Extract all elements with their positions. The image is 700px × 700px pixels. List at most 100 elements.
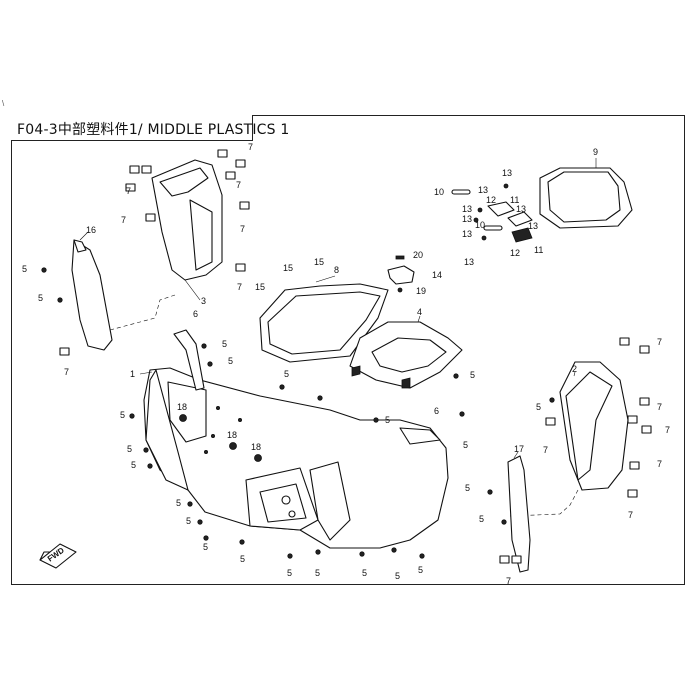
part-9-bracket bbox=[539, 158, 633, 229]
callout-5q: 5 bbox=[418, 565, 423, 575]
callout-10b: 10 bbox=[475, 220, 485, 230]
callout-15b: 15 bbox=[314, 257, 324, 267]
callout-5k: 5 bbox=[203, 542, 208, 552]
callout-7c: 7 bbox=[236, 180, 241, 190]
callout-5h: 5 bbox=[131, 460, 136, 470]
callout-18a: 18 bbox=[177, 402, 187, 412]
callout-5l: 5 bbox=[240, 554, 245, 564]
diagram-frame bbox=[11, 115, 685, 585]
screw-fasteners bbox=[41, 267, 555, 559]
callout-11b: 11 bbox=[534, 245, 543, 255]
callout-13g: 13 bbox=[516, 204, 526, 214]
part-17-right-lower-trim bbox=[507, 451, 531, 573]
callout-5j: 5 bbox=[186, 516, 191, 526]
screw-fastener bbox=[459, 411, 465, 417]
screw-fastener bbox=[129, 413, 135, 419]
screw-fastener bbox=[315, 549, 321, 555]
callout-10a: 10 bbox=[434, 187, 444, 197]
screw-fastener bbox=[359, 551, 365, 557]
part-1-main-center-panel bbox=[139, 329, 449, 549]
clip-fastener bbox=[639, 345, 650, 354]
screw-fastener bbox=[57, 297, 63, 303]
callout-18c: 18 bbox=[251, 442, 261, 452]
callout-7b: 7 bbox=[126, 186, 131, 196]
screw-fastener bbox=[549, 397, 555, 403]
screw-fastener bbox=[41, 267, 47, 273]
clip-fastener bbox=[239, 201, 250, 210]
clip-fastener bbox=[639, 397, 650, 406]
callout-15a: 15 bbox=[283, 263, 293, 273]
clip-fastener bbox=[59, 347, 70, 356]
callout-5t: 5 bbox=[470, 370, 475, 380]
screw-fastener bbox=[279, 384, 285, 390]
callout-5b: 5 bbox=[38, 293, 43, 303]
callout-7m: 7 bbox=[628, 510, 633, 520]
callout-12b: 12 bbox=[510, 248, 520, 258]
callout-5c: 5 bbox=[222, 339, 227, 349]
screw-fastener bbox=[453, 373, 459, 379]
callout-18b: 18 bbox=[227, 430, 237, 440]
callout-5p: 5 bbox=[395, 571, 400, 581]
page-title: F04-3中部塑料件1/ MIDDLE PLASTICS 1 bbox=[17, 122, 290, 138]
clip-fastener bbox=[629, 461, 640, 470]
hardware-cluster bbox=[451, 183, 533, 243]
fwd-arrow bbox=[39, 543, 77, 569]
callout-7l: 7 bbox=[657, 459, 662, 469]
callout-11a: 11 bbox=[510, 195, 519, 205]
callout-12a: 12 bbox=[486, 195, 496, 205]
callout-13h: 13 bbox=[528, 221, 538, 231]
callout-19: 19 bbox=[416, 286, 426, 296]
callout-7h: 7 bbox=[657, 337, 662, 347]
clip-fastener bbox=[627, 489, 638, 498]
clip-fastener bbox=[125, 183, 136, 192]
callout-5v: 5 bbox=[536, 402, 541, 412]
clip-fastener bbox=[619, 337, 630, 346]
screw-fastener bbox=[147, 463, 153, 469]
screw-fastener bbox=[203, 535, 209, 541]
callout-13a: 13 bbox=[502, 168, 512, 178]
clip-fastener bbox=[499, 555, 510, 564]
screw-fastener bbox=[373, 417, 379, 423]
clip-fastener bbox=[225, 171, 236, 180]
callout-5g: 5 bbox=[127, 444, 132, 454]
callout-15c: 15 bbox=[255, 282, 265, 292]
callout-13b: 13 bbox=[478, 185, 488, 195]
screw-fastener bbox=[201, 343, 207, 349]
callout-13e: 13 bbox=[462, 229, 472, 239]
callout-13d: 13 bbox=[462, 214, 472, 224]
clip-fastener bbox=[129, 165, 140, 174]
callout-7a: 7 bbox=[248, 142, 253, 152]
clip-fastener bbox=[545, 417, 556, 426]
screw-fastener bbox=[207, 361, 213, 367]
screw-fastener bbox=[187, 501, 193, 507]
callout-7g: 7 bbox=[64, 367, 69, 377]
callout-2: 2 bbox=[572, 364, 577, 374]
part-3-left-upper-panel bbox=[109, 159, 223, 331]
part-8-seat bbox=[259, 275, 389, 363]
screw-fastener bbox=[197, 519, 203, 525]
callout-5u: 5 bbox=[463, 440, 468, 450]
clip-fastener bbox=[235, 159, 246, 168]
clip-fastener bbox=[627, 415, 638, 424]
clip-fastener bbox=[235, 263, 246, 272]
callout-5e: 5 bbox=[284, 369, 289, 379]
callout-5f: 5 bbox=[120, 410, 125, 420]
callout-5r: 5 bbox=[465, 483, 470, 493]
callout-6a: 6 bbox=[193, 309, 198, 319]
screw-fastener bbox=[143, 447, 149, 453]
callout-7d: 7 bbox=[121, 215, 126, 225]
screw-fastener bbox=[501, 519, 507, 525]
callout-5a: 5 bbox=[22, 264, 27, 274]
callout-7j: 7 bbox=[665, 425, 670, 435]
callout-6b: 6 bbox=[434, 406, 439, 416]
screw-fastener bbox=[317, 395, 323, 401]
callout-16: 16 bbox=[86, 225, 96, 235]
title-box: F04-3中部塑料件1/ MIDDLE PLASTICS 1 bbox=[11, 115, 289, 141]
callout-5d: 5 bbox=[228, 356, 233, 366]
callout-20: 20 bbox=[413, 250, 423, 260]
screw-fastener bbox=[419, 553, 425, 559]
callout-5i: 5 bbox=[176, 498, 181, 508]
callout-4: 4 bbox=[417, 307, 422, 317]
screw-fastener bbox=[487, 489, 493, 495]
part-16-left-side-panel bbox=[71, 231, 113, 351]
